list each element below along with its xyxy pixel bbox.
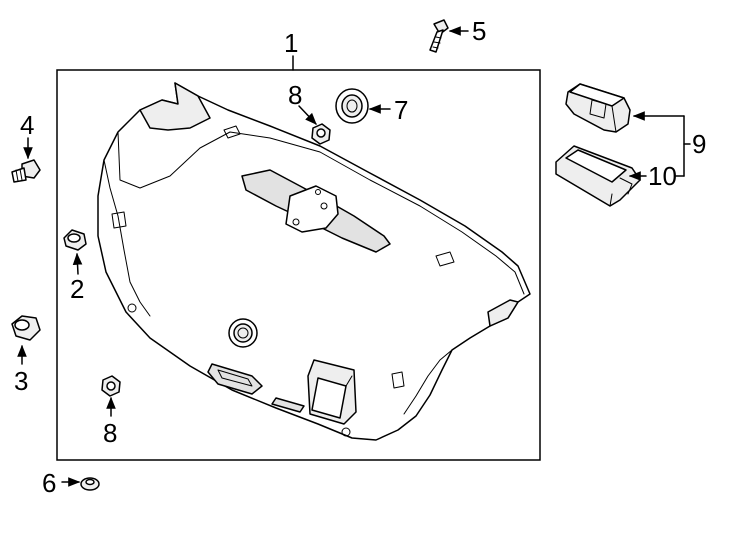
callout-2: 2 bbox=[70, 274, 84, 304]
push-clip-icon bbox=[63, 229, 87, 251]
callout-5: 5 bbox=[472, 16, 486, 46]
lamp-housing-icon bbox=[555, 145, 641, 207]
lamp-icon bbox=[565, 83, 631, 133]
callout-7: 7 bbox=[394, 95, 408, 125]
callout-10: 10 bbox=[648, 161, 677, 191]
nut-icon-bottom bbox=[101, 375, 121, 397]
callout-8-top: 8 bbox=[288, 80, 302, 110]
callout-3: 3 bbox=[14, 366, 28, 396]
callout-6: 6 bbox=[42, 468, 56, 498]
callout-1: 1 bbox=[284, 28, 298, 58]
callout-4: 4 bbox=[20, 110, 34, 140]
nut-icon bbox=[311, 123, 331, 145]
retainer-icon bbox=[11, 315, 41, 341]
bolt-icon bbox=[429, 19, 449, 53]
trunk-lid-trim-panel-icon bbox=[97, 82, 531, 441]
push-clip-icon-4 bbox=[11, 159, 41, 183]
callout-9: 9 bbox=[692, 129, 706, 159]
callout-8-bottom: 8 bbox=[103, 418, 117, 448]
seal-icon bbox=[335, 88, 369, 124]
assembly-frame bbox=[56, 69, 541, 461]
leader-8-top bbox=[298, 105, 317, 125]
grommet-icon bbox=[80, 477, 100, 491]
leader-2 bbox=[72, 252, 83, 275]
